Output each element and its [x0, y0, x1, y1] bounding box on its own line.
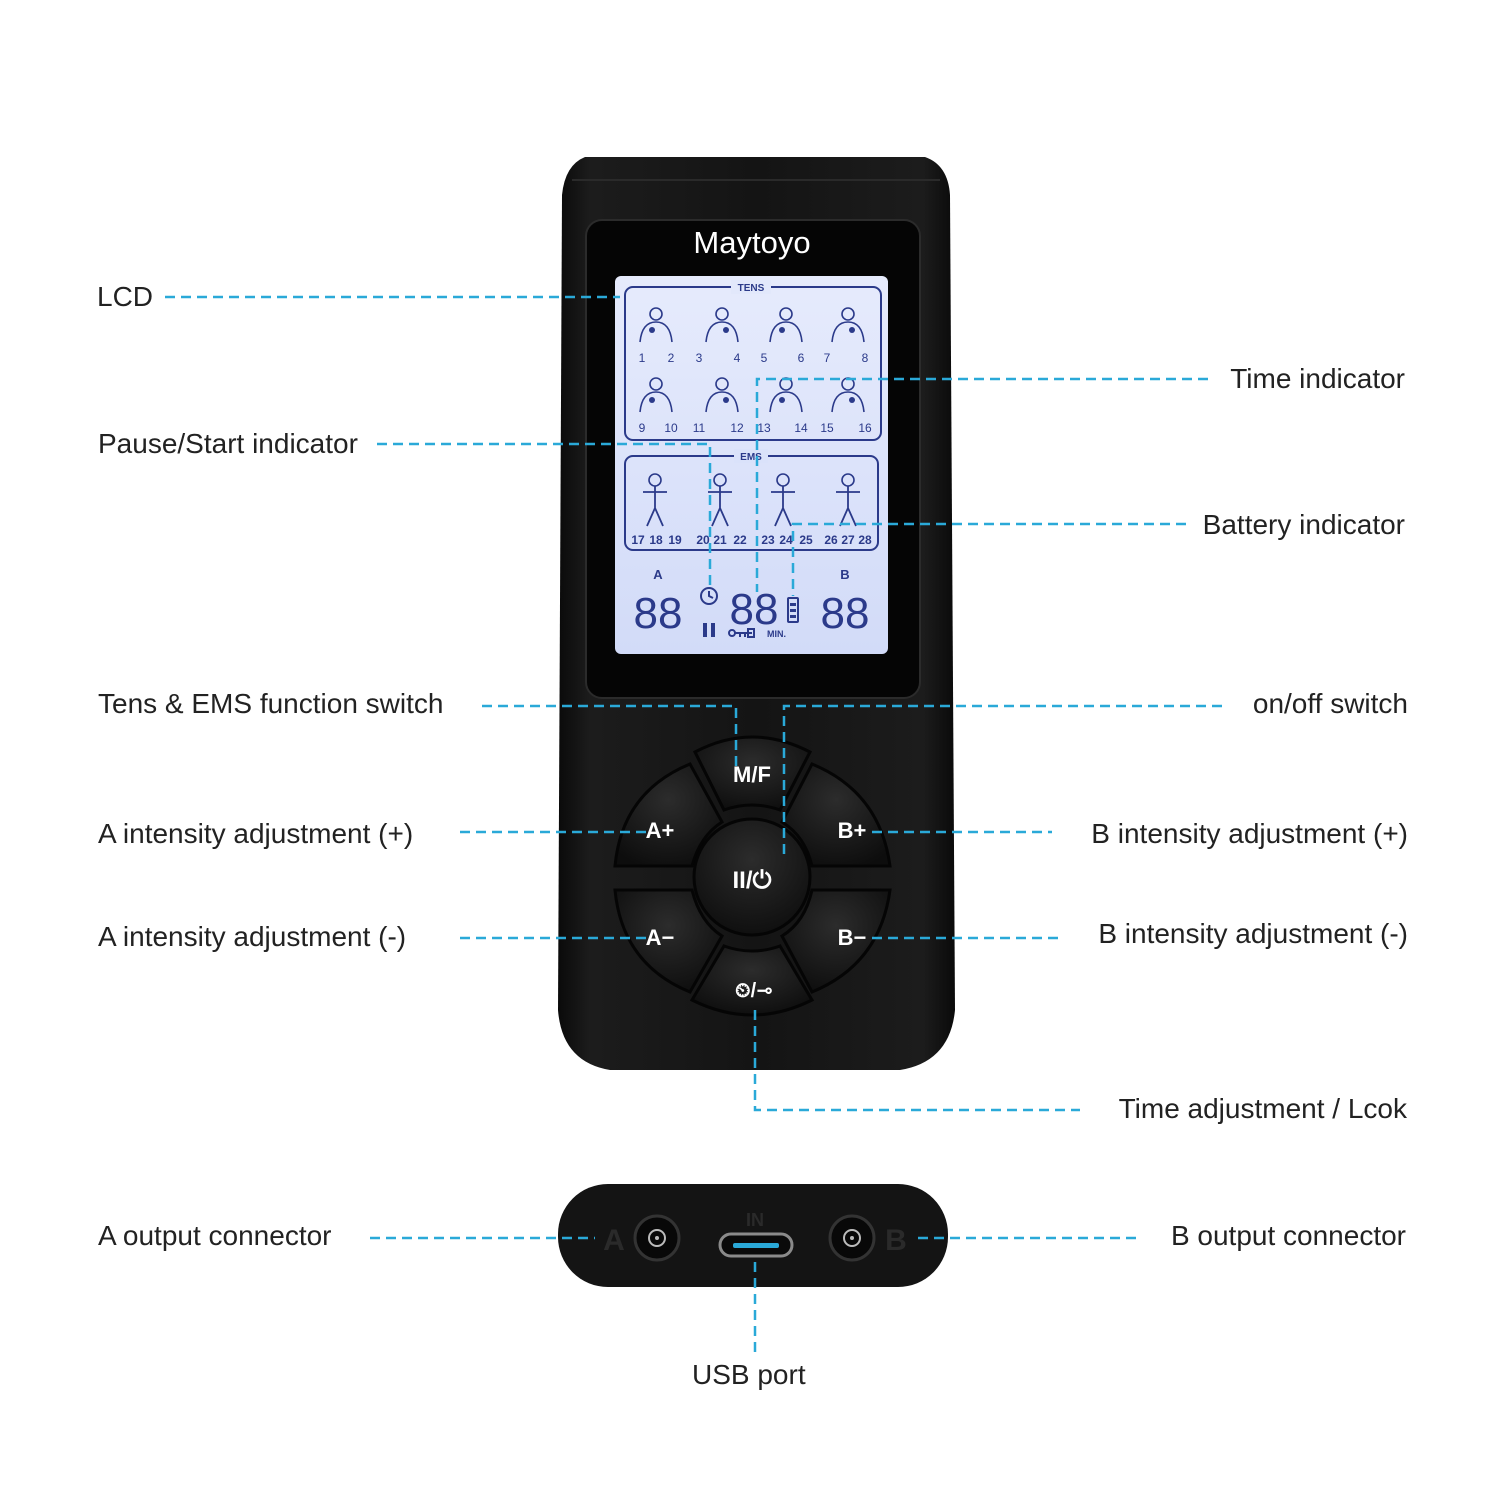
lcd-digits-a: 88: [634, 589, 683, 638]
tens-program-number: 15: [820, 421, 834, 435]
tens-program-number: 4: [734, 351, 741, 365]
lcd-channel-a: A: [653, 567, 663, 582]
tens-program-number: 5: [761, 351, 768, 365]
tens-program-number: 10: [664, 421, 678, 435]
lcd-min-label: MIN.: [767, 629, 786, 639]
ems-activity-icon: [643, 473, 667, 527]
ems-program-number: 24: [779, 533, 793, 547]
ems-program-number: 27: [841, 533, 855, 547]
ems-activity-icon: [708, 473, 732, 527]
port-a-label: A: [603, 1224, 625, 1257]
ems-activity-icon: [836, 473, 860, 527]
tens-body-part-icon: [705, 307, 739, 343]
lcd-digits-time: 88: [730, 585, 779, 634]
tens-body-part-icon: [831, 307, 865, 343]
a-minus-button-label: A−: [646, 925, 675, 950]
b-plus-button[interactable]: B+: [780, 762, 892, 868]
brand-logo: Maytoyo: [693, 225, 810, 260]
ems-program-number: 23: [761, 533, 775, 547]
callout-time-indicator: Time indicator: [1230, 363, 1405, 394]
ems-label: EMS: [740, 452, 762, 463]
lcd-channel-b: B: [840, 567, 849, 582]
tens-body-part-icon: [639, 307, 673, 343]
lcd-pause-icon: [703, 623, 715, 637]
ems-program-number: 22: [733, 533, 747, 547]
callout-battery-indicator: Battery indicator: [1202, 509, 1405, 540]
tens-program-number: 12: [730, 421, 744, 435]
mode-button[interactable]: M/F: [693, 735, 813, 812]
a-plus-button-label: A+: [646, 818, 675, 843]
tens-body-part-icon: [831, 377, 865, 413]
lcd-digits-b: 88: [821, 589, 870, 638]
ems-program-number: 19: [668, 533, 682, 547]
ems-program-number: 26: [824, 533, 838, 547]
tens-program-number: 11: [693, 421, 706, 435]
tens-program-number: 3: [696, 351, 703, 365]
callout-a-intensity-minus: A intensity adjustment (-): [98, 921, 407, 952]
b-output-jack[interactable]: [828, 1214, 876, 1262]
callout-b-output-connector: B output connector: [1170, 1220, 1406, 1251]
port-b-label: B: [885, 1224, 907, 1257]
usb-in-label: IN: [746, 1210, 764, 1230]
a-output-jack[interactable]: [633, 1214, 681, 1262]
lcd-timer-icon: [700, 587, 718, 605]
usb-port[interactable]: [718, 1232, 794, 1258]
leader-lines: [165, 295, 1222, 1355]
tens-program-number: 14: [794, 421, 808, 435]
mode-button-label: M/F: [733, 762, 771, 787]
tens-program-number: 1: [639, 351, 646, 365]
tens-program-number: 8: [862, 351, 869, 365]
lcd-battery-icon: [787, 597, 799, 623]
a-minus-button[interactable]: A−: [613, 888, 725, 994]
callout-time-lock: Time adjustment / Lcok: [1118, 1093, 1407, 1124]
tens-label: TENS: [738, 283, 765, 294]
time-lock-button[interactable]: ⏲/⊸: [689, 944, 815, 1017]
ems-program-number: 25: [799, 533, 813, 547]
tens-program-number: 7: [824, 351, 831, 365]
tens-program-number: 9: [639, 421, 646, 435]
tens-body-part-icon: [769, 377, 803, 413]
tens-program-number: 16: [858, 421, 872, 435]
ems-program-number: 28: [858, 533, 872, 547]
tens-program-number: 6: [798, 351, 805, 365]
b-minus-button-label: B−: [838, 925, 867, 950]
time-lock-button-label: ⏲/⊸: [735, 980, 773, 1002]
callout-tens-ems-switch: Tens & EMS function switch: [98, 688, 444, 719]
lcd-screen: [615, 276, 888, 654]
callout-usb-port: USB port: [692, 1359, 806, 1390]
b-minus-button[interactable]: B−: [780, 888, 892, 994]
power-pause-button[interactable]: II/⏻: [692, 817, 812, 937]
tens-body-part-icon: [705, 377, 739, 413]
callout-lcd: LCD: [97, 281, 154, 312]
a-plus-button[interactable]: A+: [613, 762, 724, 868]
callout-pause-start-indicator: Pause/Start indicator: [98, 428, 358, 459]
tens-program-number: 2: [668, 351, 675, 365]
ems-program-number: 17: [631, 533, 645, 547]
callout-onoff-switch: on/off switch: [1252, 688, 1408, 719]
ems-program-number: 18: [649, 533, 663, 547]
callout-a-intensity-plus: A intensity adjustment (+): [98, 818, 414, 849]
tens-body-icons: [639, 307, 865, 413]
callout-a-output-connector: A output connector: [98, 1220, 332, 1251]
callout-b-intensity-minus: B intensity adjustment (-): [1098, 918, 1408, 949]
callout-b-intensity-plus: B intensity adjustment (+): [1091, 818, 1408, 849]
ems-program-number: 21: [713, 533, 727, 547]
ems-activity-icon: [771, 473, 795, 527]
tens-body-part-icon: [769, 307, 803, 343]
ems-program-number: 20: [696, 533, 710, 547]
power-pause-button-label: II/⏻: [733, 867, 772, 894]
ems-body-icons: [643, 473, 860, 527]
b-plus-button-label: B+: [838, 818, 867, 843]
tens-body-part-icon: [639, 377, 673, 413]
lcd-lock-key-icon: [728, 628, 755, 638]
tens-program-number: 13: [757, 421, 771, 435]
